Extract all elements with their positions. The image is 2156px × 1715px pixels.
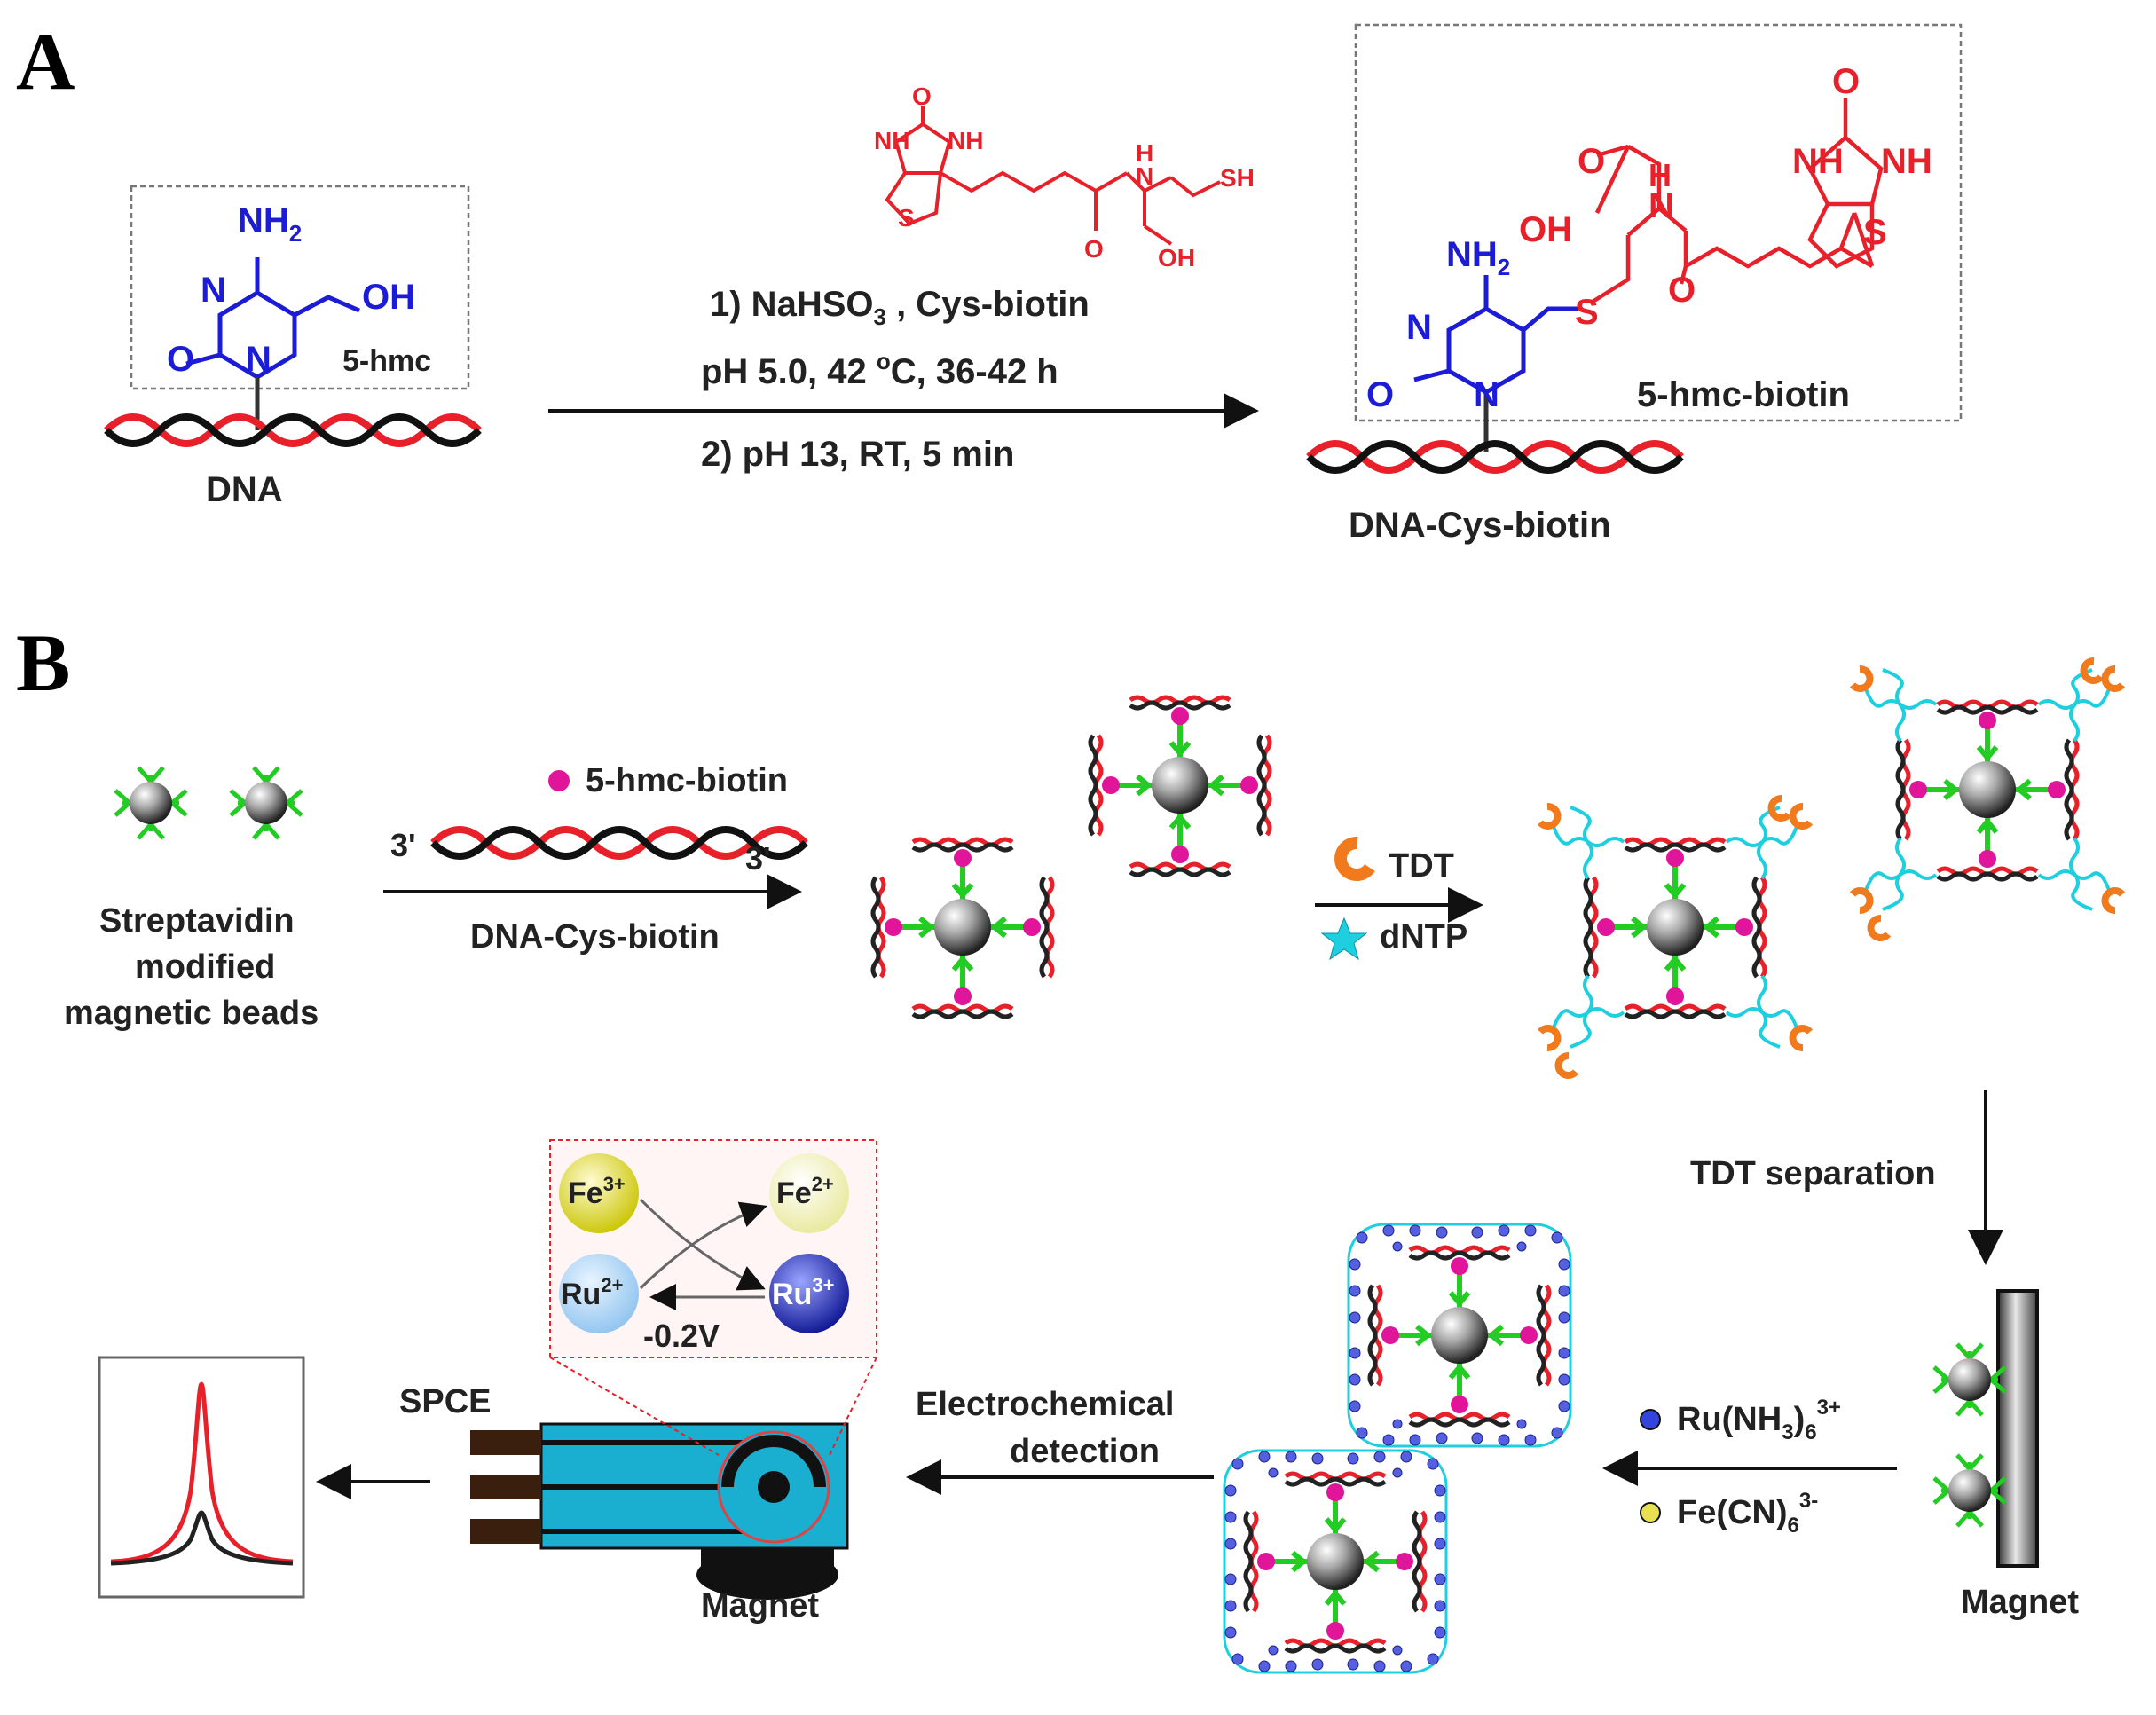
step1-label-bottom: DNA-Cys-biotin xyxy=(470,918,720,956)
streptavidin-bead-1 xyxy=(115,767,186,838)
dna-nh2: NH2 xyxy=(238,201,302,247)
dna-n1: N xyxy=(246,340,271,379)
dna-n: N xyxy=(201,271,226,310)
ru3-sphere xyxy=(769,1254,849,1333)
5hmc-box-label: 5-hmc xyxy=(342,344,431,378)
conditions-line1: 1) NaHSO3 , Cys-biotin xyxy=(710,285,1090,330)
product-o-amide: O xyxy=(1668,271,1696,310)
beads-caption-2: modified xyxy=(135,948,275,986)
step1-end-right: 3' xyxy=(745,840,771,877)
dna-caption: DNA xyxy=(206,470,283,509)
tdt-icon xyxy=(1334,837,1375,881)
product-nh-b: NH xyxy=(1881,142,1932,181)
peak-black xyxy=(110,1510,294,1566)
ru-loaded-complex-2 xyxy=(1224,1451,1446,1672)
step5-line1: Electrochemical xyxy=(916,1386,1174,1423)
dna-helix-a-right xyxy=(1309,444,1681,470)
dntp-star-icon xyxy=(1320,917,1368,961)
reagent-o: O xyxy=(912,83,932,110)
panel-b-letter: B xyxy=(16,618,70,708)
product-h: H xyxy=(1648,157,1672,193)
product-n: N xyxy=(1406,308,1432,347)
reagent-o2: O xyxy=(1084,235,1104,263)
product-o-top: O xyxy=(1832,62,1860,101)
inset-connector-left xyxy=(549,1357,720,1456)
product-s: S xyxy=(1575,293,1599,332)
dna-o: O xyxy=(167,340,194,379)
dna-oh: OH xyxy=(362,278,415,317)
5hmc-biotin-box xyxy=(1354,23,1963,422)
product-oh: OH xyxy=(1519,210,1572,249)
step2-dntp: dNTP xyxy=(1380,918,1467,956)
step5-line2: detection xyxy=(1010,1433,1160,1470)
product-s2: S xyxy=(1863,213,1887,252)
bead-dna-complex-2 xyxy=(873,839,1052,1017)
5hmc-biotin-structure-blue xyxy=(1413,275,1578,452)
product-nh-a: NH xyxy=(1792,142,1844,181)
fe3-label: Fe3+ xyxy=(568,1173,626,1210)
ru-loaded-complex-1 xyxy=(1349,1224,1570,1446)
tailed-complex-1 xyxy=(1853,661,2122,938)
biotin-icon xyxy=(548,770,570,791)
beads-caption-1: Streptavidin xyxy=(99,902,295,940)
product-o-acid: O xyxy=(1578,142,1605,181)
dna-helix-a-left xyxy=(106,417,479,444)
5hmc-biotin-structure-red xyxy=(1591,98,1884,303)
step4-ru: Ru(NH3)63+ xyxy=(1677,1396,1841,1444)
reagent-nh2: NH xyxy=(948,127,983,154)
cys-biotin-structure xyxy=(885,106,1221,246)
streptavidin-bead-2 xyxy=(231,767,302,838)
cycle-arrow-2 xyxy=(639,1201,767,1290)
product-nh2: NH2 xyxy=(1446,235,1510,280)
fe2-sphere xyxy=(769,1153,849,1233)
cycle-arrow-1 xyxy=(639,1198,766,1291)
magnet-right-label: Magnet xyxy=(1961,1584,2079,1621)
ru2-sphere xyxy=(559,1254,639,1333)
step1-end-left: 3' xyxy=(390,827,416,863)
ru2-label: Ru2+ xyxy=(561,1274,623,1311)
ru3-label: Ru3+ xyxy=(772,1274,834,1311)
tailed-complex-2 xyxy=(1540,798,1810,1075)
step2-tdt: TDT xyxy=(1389,847,1454,885)
bead-dna-complex-1 xyxy=(1090,697,1270,875)
reagent-n: N xyxy=(1136,162,1153,190)
magnet-bottom-label: Magnet xyxy=(701,1587,819,1625)
product-n1: N xyxy=(1474,375,1499,414)
conditions-line3: 2) pH 13, RT, 5 min xyxy=(701,435,1014,474)
5hmc-box xyxy=(130,185,470,390)
reagent-h: H xyxy=(1136,139,1153,167)
separated-complexes xyxy=(1934,1344,2005,1526)
fe3-sphere xyxy=(559,1153,639,1233)
potential-label: -0.2V xyxy=(643,1318,720,1354)
step3-label: TDT separation xyxy=(1690,1155,1936,1192)
beads-caption-3: magnetic beads xyxy=(64,995,319,1032)
spce-label: SPCE xyxy=(399,1383,491,1420)
fe-complex-icon xyxy=(1640,1502,1661,1523)
panel-a-letter: A xyxy=(16,16,75,106)
reagent-oh: OH xyxy=(1158,244,1195,271)
peak-red xyxy=(110,1381,294,1564)
5hmc-biotin-box-label: 5-hmc-biotin xyxy=(1637,375,1850,414)
ru-complex-icon xyxy=(1640,1409,1661,1430)
product-caption: DNA-Cys-biotin xyxy=(1349,506,1611,545)
electrode-icon xyxy=(470,1422,849,1600)
product-n-amide: N xyxy=(1648,186,1674,225)
reagent-s: S xyxy=(898,204,915,232)
step1-label-top: 5-hmc-biotin xyxy=(586,762,788,799)
step4-fe: Fe(CN)63- xyxy=(1677,1489,1818,1538)
reagent-sh: SH xyxy=(1220,164,1255,192)
reagent-nh1: NH xyxy=(874,127,909,154)
inset-connector-right xyxy=(829,1357,877,1456)
magnet-icon xyxy=(1996,1289,2039,1568)
conditions-line2: pH 5.0, 42 oC, 36-42 h xyxy=(701,348,1058,391)
product-o: O xyxy=(1366,375,1394,414)
fe2-label: Fe2+ xyxy=(776,1173,834,1210)
